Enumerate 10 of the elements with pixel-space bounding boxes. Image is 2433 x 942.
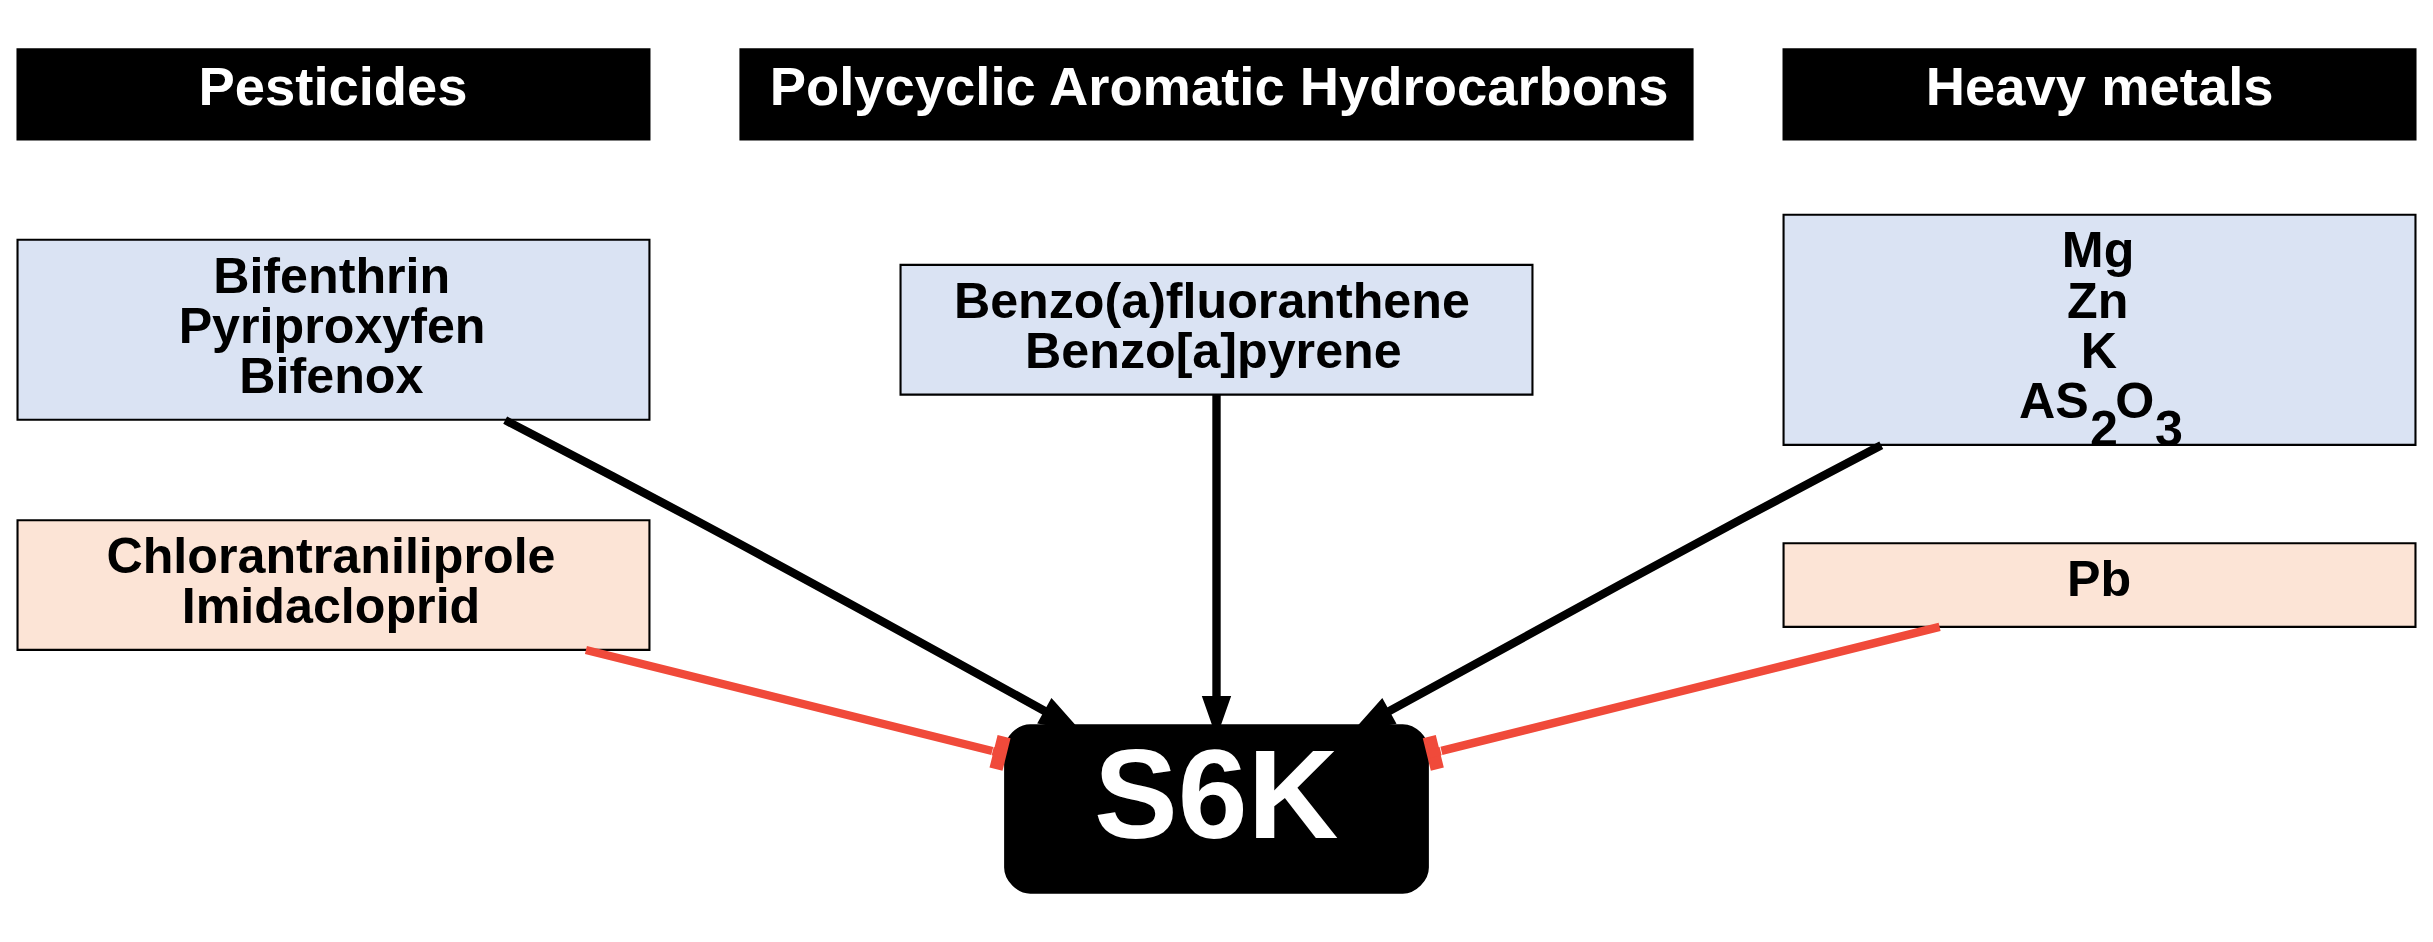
node-box: Bifenthrin Pyriproxyfen Bifenox: [16, 238, 651, 421]
node-box: Heavy metals: [1782, 48, 2417, 141]
node-box: Polycyclic Aromatic Hydrocarbons: [739, 48, 1694, 141]
node-box: Benzo(a)fluoranthene Benzo[a]pyrene: [899, 263, 1534, 396]
node-box: S6K: [1004, 724, 1429, 894]
connector: [584, 645, 1011, 771]
node-box: Chlorantraniliprole Imidacloprid: [16, 519, 651, 651]
connector: [1422, 622, 1941, 771]
node-box: Pesticides: [16, 48, 651, 141]
node-box: Pb: [1782, 542, 2417, 628]
